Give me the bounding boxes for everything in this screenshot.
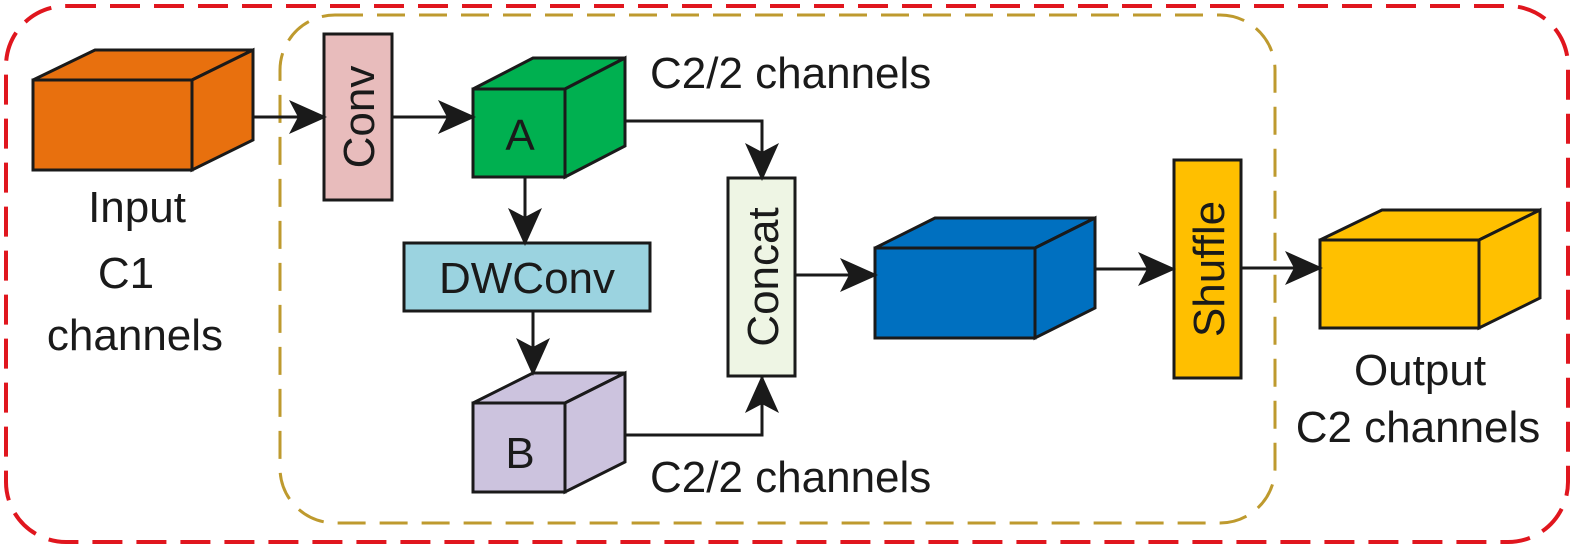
a-cube — [471, 55, 627, 180]
mid-cuboid — [873, 215, 1097, 341]
arrows — [253, 100, 1323, 437]
b-channels-label: C2/2 channels — [650, 453, 931, 502]
dwconv-label: DWConv — [439, 254, 615, 303]
outer-dashed-frame — [4, 4, 1570, 544]
input-label-line2: C1 — [98, 249, 154, 298]
conv-label: Conv — [335, 66, 384, 169]
inner-dashed-frame — [278, 13, 1277, 525]
b-cube — [471, 370, 627, 495]
b-label: B — [505, 429, 534, 478]
arrow-b-to-concat — [625, 375, 779, 437]
output-cube-front — [1318, 238, 1481, 330]
input-cube-front — [31, 78, 194, 172]
input-label-line3: channels — [47, 311, 223, 360]
concat-label: Concat — [739, 207, 788, 346]
shuffle-label: Shuffle — [1185, 201, 1234, 337]
output-label-line1: Output — [1354, 346, 1486, 395]
input-label-line1: Input — [88, 183, 186, 232]
conv-block — [322, 32, 394, 202]
input-cube — [31, 47, 255, 173]
b-cube-front — [471, 401, 567, 494]
a-label: A — [505, 111, 535, 160]
output-label-line2: C2 channels — [1296, 403, 1541, 452]
mid-cuboid-front — [873, 246, 1037, 340]
a-channels-label: C2/2 channels — [650, 49, 931, 98]
a-cube-front — [471, 87, 567, 179]
arrow-a-to-concat — [625, 119, 779, 181]
output-cube — [1318, 207, 1542, 331]
